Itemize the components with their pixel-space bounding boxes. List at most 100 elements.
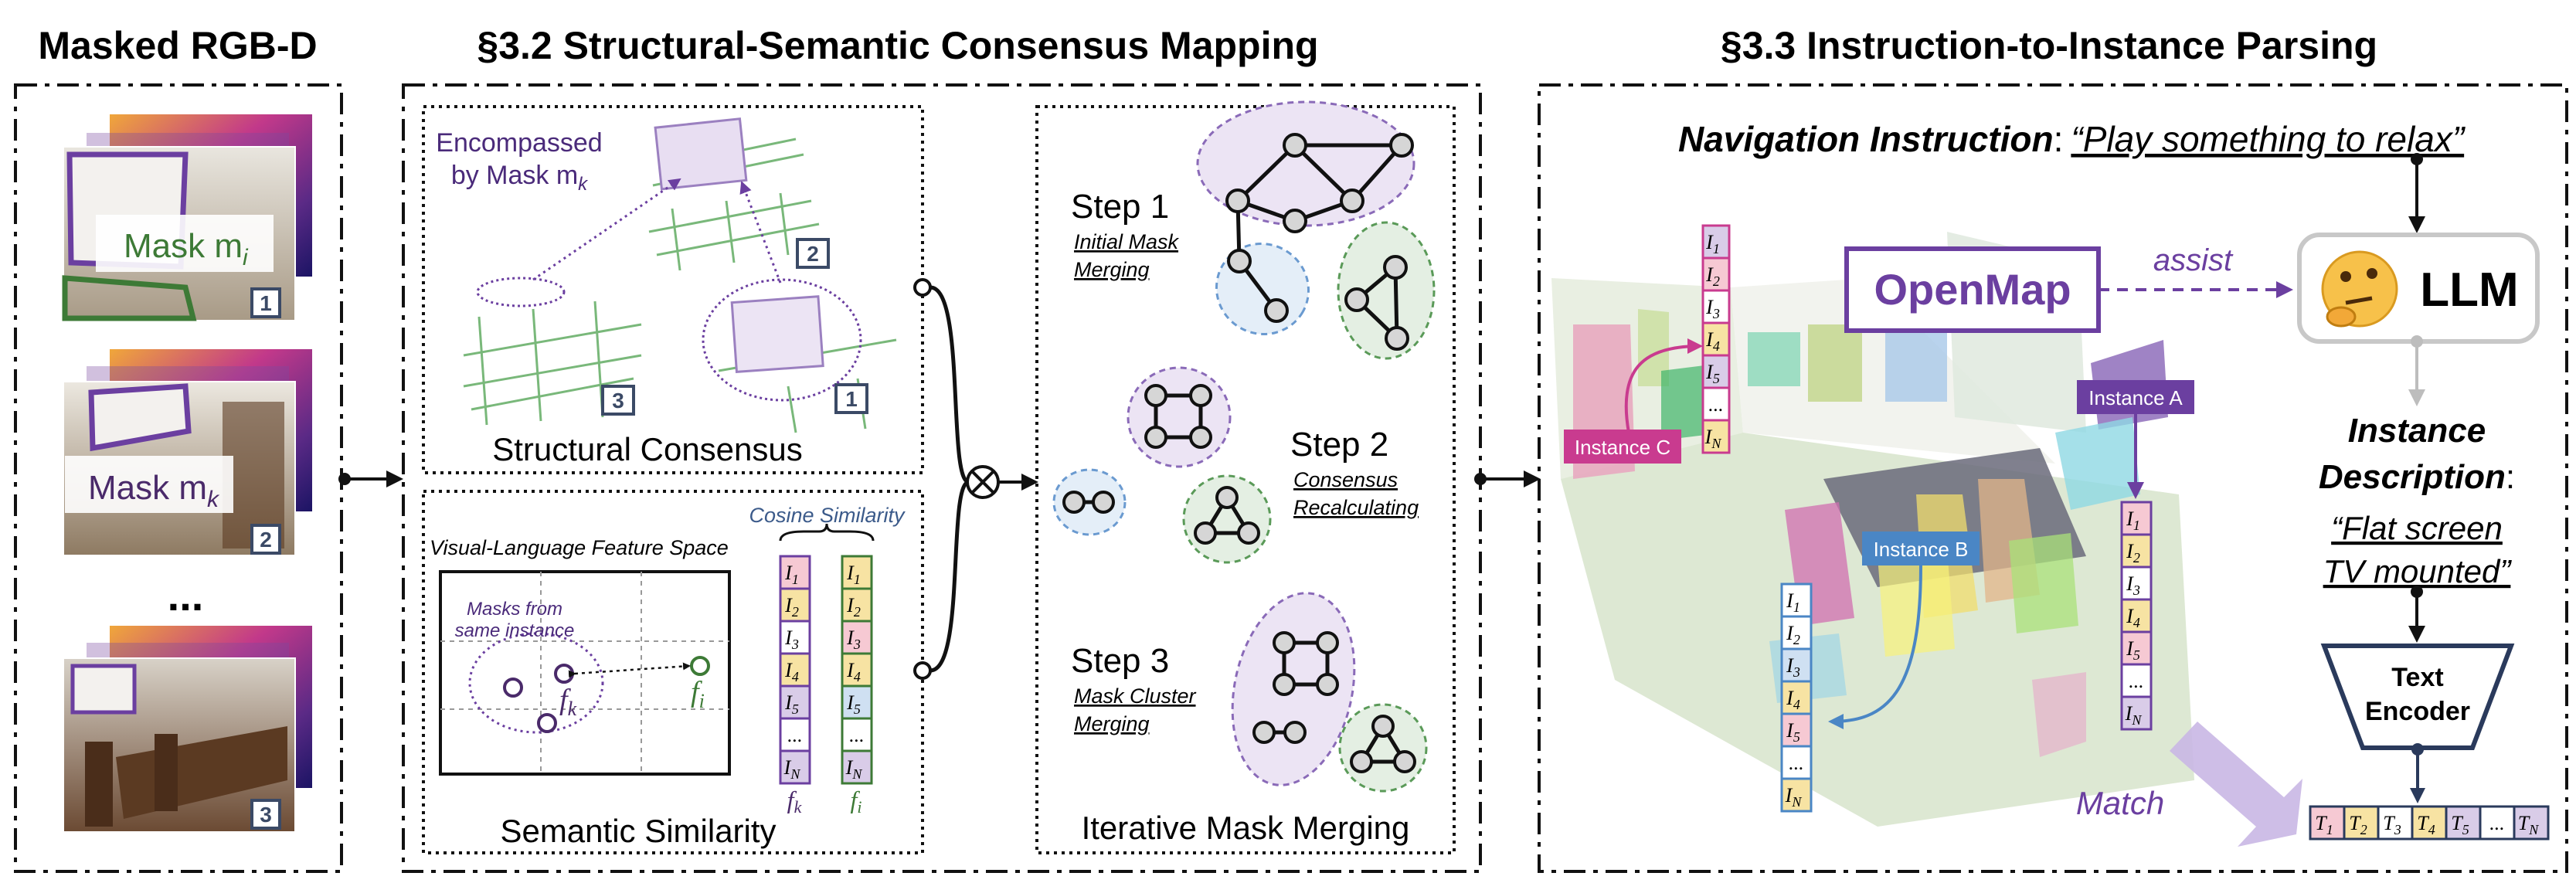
instance-b-column-cell-sub: 4 bbox=[1793, 697, 1800, 712]
instance-a-column-cell bbox=[2120, 663, 2153, 698]
fk-column-cell-label: I bbox=[784, 691, 793, 714]
fi-column-cell-label: I bbox=[846, 562, 855, 584]
svg-text:fk: fk bbox=[787, 786, 803, 817]
fk-column-cell-label: ... bbox=[787, 724, 803, 746]
feature-point-b bbox=[537, 713, 557, 733]
instance-c-column-cell-label: I bbox=[1705, 263, 1714, 286]
instance-c-column-cell-sub: 2 bbox=[1713, 273, 1720, 289]
instance-c-column-cell bbox=[1701, 386, 1731, 422]
instance-a-tag bbox=[2077, 380, 2194, 414]
fk-column-cell-sub: N bbox=[790, 766, 800, 782]
instance-c-column-cell bbox=[1701, 419, 1731, 454]
instance-c-label: Instance C bbox=[1575, 436, 1670, 459]
instance-a-label: Instance A bbox=[2088, 386, 2183, 409]
step3-desc-2: Merging bbox=[1074, 712, 1150, 735]
instance-c-arrow bbox=[1624, 338, 1703, 433]
instance-c-column-cell-sub: 5 bbox=[1713, 371, 1720, 386]
panel-title-masked: Masked RGB-D bbox=[38, 24, 317, 67]
text-token-cell-label: T bbox=[2349, 812, 2361, 834]
step1-cluster-graphs bbox=[1196, 100, 1436, 360]
merge-curve-bottom bbox=[929, 480, 970, 673]
instance-b-column-cell-sub: 3 bbox=[1793, 664, 1800, 680]
instance-c-column-cell-label: I bbox=[1705, 328, 1714, 351]
fk-column-cell-sub: 5 bbox=[792, 701, 799, 717]
thinking-face-eye-left bbox=[2340, 271, 2351, 282]
frame1-number: 1 bbox=[260, 291, 272, 315]
fk-column-cell-sub: 2 bbox=[792, 604, 799, 620]
instance-a-column-cell-label: I bbox=[2126, 572, 2134, 595]
text-token-cell-label: T bbox=[2383, 812, 2395, 834]
text-token-cell bbox=[2479, 805, 2516, 841]
openmap-label: OpenMap bbox=[1874, 265, 2071, 314]
svg-text:...: ... bbox=[1789, 752, 1804, 774]
svg-text:fi: fi bbox=[850, 786, 861, 817]
svg-text:I1: I1 bbox=[846, 562, 861, 587]
svg-text:I4: I4 bbox=[846, 659, 861, 684]
frame2-mask-sub: k bbox=[207, 487, 220, 512]
instance-b-tag bbox=[1862, 531, 1980, 565]
svg-text:I5: I5 bbox=[1705, 361, 1720, 386]
svg-text:I4: I4 bbox=[784, 659, 799, 684]
nav-instruction-quote: “Play something to relax” bbox=[2071, 119, 2466, 159]
svg-text:I5: I5 bbox=[784, 691, 799, 717]
text-token-cell-sub: 5 bbox=[2462, 822, 2469, 837]
fk-column-cell-sub: 3 bbox=[791, 637, 799, 652]
feature-space-grid bbox=[440, 572, 729, 774]
svg-text:Mask mi: Mask mi bbox=[124, 227, 249, 270]
fi-column-cell-label: I bbox=[846, 594, 855, 616]
step1-desc-1: Initial Mask bbox=[1074, 230, 1180, 253]
desc-quote-line1: “Flat screen bbox=[2331, 510, 2503, 546]
fi-column-cell-label: I bbox=[846, 627, 855, 649]
svg-text:...: ... bbox=[787, 724, 803, 746]
instance-c-column-cell bbox=[1701, 256, 1731, 292]
text-token-cell-label: ... bbox=[2489, 812, 2505, 834]
frames-ellipsis: ... bbox=[168, 571, 204, 620]
svg-text:I2: I2 bbox=[2126, 540, 2140, 565]
fi-column-cell-sub: 1 bbox=[854, 572, 861, 587]
step3-cluster-graphs bbox=[1231, 592, 1428, 793]
fi-column-cell-sub: 5 bbox=[854, 701, 861, 717]
instance-b-column-cell-sub: 5 bbox=[1793, 729, 1800, 745]
fk-column-cell bbox=[779, 652, 811, 688]
text-token-cell bbox=[2513, 805, 2550, 841]
desc-title-line2: Description bbox=[2319, 458, 2506, 496]
svg-text:I1: I1 bbox=[784, 562, 799, 587]
fi-sub: i bbox=[699, 690, 705, 712]
svg-text:I3: I3 bbox=[1705, 296, 1720, 321]
instance-b-column-cell-sub: N bbox=[1791, 794, 1802, 810]
fk-column-cell-label: I bbox=[784, 627, 793, 649]
instance-b-column-cell-label: I bbox=[1785, 784, 1793, 807]
instance-a-column-cell-sub: 2 bbox=[2133, 550, 2140, 565]
step3-desc-1: Mask Cluster bbox=[1074, 684, 1197, 708]
instance-a-column-cell-label: I bbox=[2126, 605, 2134, 627]
semantic-out-dot bbox=[913, 661, 932, 680]
svg-text:I3: I3 bbox=[2126, 572, 2140, 598]
step2-title: Step 2 bbox=[1290, 426, 1388, 464]
text-token-cell-sub: 1 bbox=[2326, 822, 2333, 837]
text-token-cell-label: T bbox=[2451, 812, 2463, 834]
svg-text:IN: IN bbox=[1704, 426, 1722, 451]
instance-a-column-cell-sub: 4 bbox=[2133, 615, 2140, 630]
instance-b-column-cell-sub: 2 bbox=[1793, 632, 1800, 647]
match-label: Match bbox=[2076, 785, 2164, 821]
instance-a-column-cell-label: I bbox=[2125, 702, 2133, 725]
step2-desc-1: Consensus bbox=[1293, 468, 1398, 491]
fi-column-cell-sub: 3 bbox=[853, 637, 861, 652]
feature-space-label: Visual-Language Feature Space bbox=[430, 536, 729, 559]
instance-a-column-cell-label: ... bbox=[2129, 670, 2144, 692]
feature-point-fk bbox=[554, 664, 574, 684]
instance-b-column-cell-label: I bbox=[1786, 622, 1794, 644]
fi-column-cell bbox=[841, 717, 873, 752]
svg-text:Mask mk: Mask mk bbox=[88, 469, 220, 512]
encompass-note-line2: by Mask m bbox=[451, 161, 578, 190]
encoder-label-line1: Text bbox=[2391, 663, 2443, 692]
instance-a-column-cell-sub: 1 bbox=[2133, 518, 2140, 533]
instance-b-column-cell-label: ... bbox=[1789, 752, 1804, 774]
iterative-merging-box bbox=[1035, 105, 1456, 854]
svg-text:IN: IN bbox=[2125, 702, 2143, 728]
fk-column-cell-label: I bbox=[784, 659, 793, 681]
fk-sub: k bbox=[568, 698, 577, 720]
